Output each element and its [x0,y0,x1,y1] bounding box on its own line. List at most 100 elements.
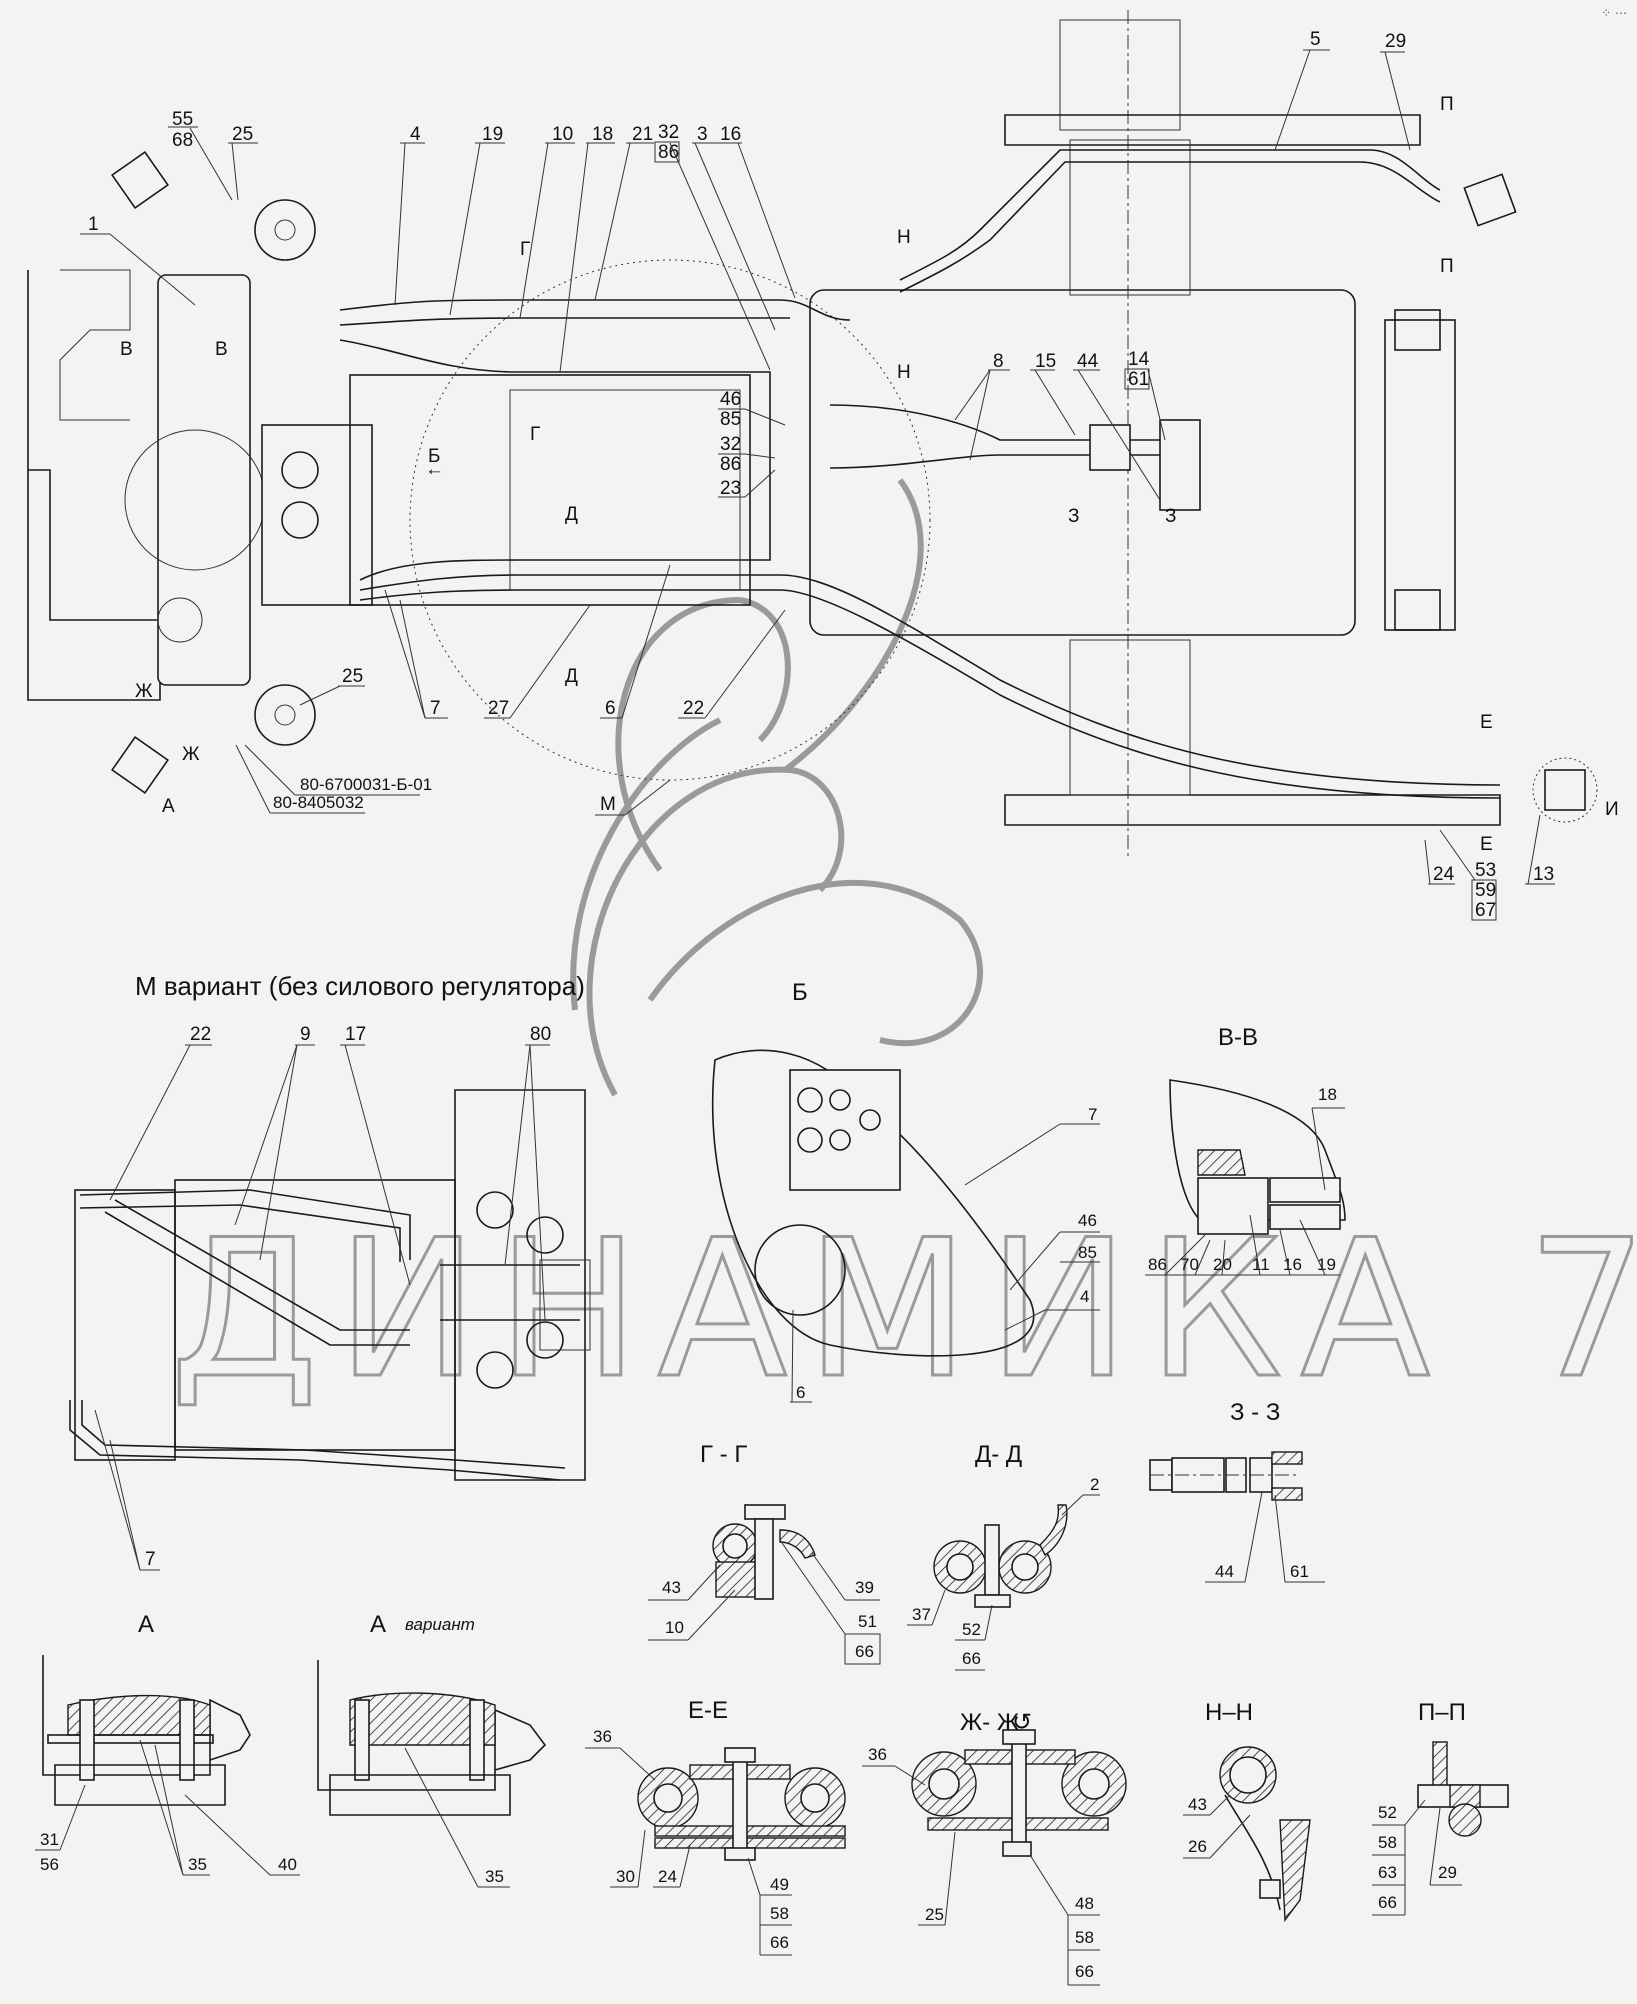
view-mark-b: Б [428,446,440,467]
section-mark-n-bottom: Н [897,362,911,383]
part-number-bracket: 80-6700031-Б-01 [300,775,432,794]
section-zhzh-callout-36: 36 [868,1745,887,1764]
section-ee-title: Е-Е [688,1697,728,1724]
section-ee-callout-30: 30 [616,1867,635,1886]
view-a-variant-subtitle: вариант [405,1615,475,1634]
section-mark-v-right: В [215,339,228,360]
callout-25-bottom: 25 [342,666,363,687]
view-b-callout-4: 4 [1080,1287,1089,1306]
view-a-title: А [138,1611,154,1638]
callout-m-view: М [600,794,616,815]
view-b-callout-7: 7 [1088,1105,1097,1124]
section-mark-d-top: Д [565,504,578,525]
section-zh-zh: Ж- Ж ↺ 36 25 48 58 66 [862,1709,1127,1986]
variant-callout-7: 7 [145,1549,156,1570]
view-a-variant-title: А [370,1611,386,1638]
callout-22: 22 [683,698,704,719]
view-b-title: Б [792,979,808,1006]
callout-14: 14 [1128,349,1150,370]
variant-view: 22 9 17 80 7 [69,1024,591,1571]
variant-callout-80: 80 [530,1024,551,1045]
callout-86-mid: 86 [720,454,741,475]
quick-coupling-top-left [111,151,169,209]
section-dd-callout-2: 2 [1090,1475,1099,1494]
variant-callout-17: 17 [345,1024,366,1045]
callout-25-top: 25 [232,124,253,145]
section-vv-callout-70: 70 [1180,1255,1199,1274]
callout-68: 68 [172,130,193,151]
callout-7: 7 [430,698,441,719]
callout-53: 53 [1475,860,1496,881]
callout-8: 8 [993,351,1004,372]
callout-4: 4 [410,124,421,145]
section-gg-callout-51: 51 [858,1612,877,1631]
callout-46: 46 [720,389,741,410]
section-e-e: Е-Е 36 30 24 49 58 66 [585,1697,846,1956]
section-pp-callout-52: 52 [1378,1803,1397,1822]
callout-32-top: 32 [658,122,679,143]
variant-callout-22: 22 [190,1024,211,1045]
section-vv-callout-11: 11 [1252,1255,1270,1274]
section-vv-callout-18: 18 [1318,1085,1337,1104]
section-pp-callout-58: 58 [1378,1833,1397,1852]
more-options-icon[interactable]: ⁘ ⋯ [1601,6,1627,20]
section-p-p: П–П 52 58 63 66 29 [1372,1699,1509,1916]
section-ee-callout-36: 36 [593,1727,612,1746]
callout-24: 24 [1433,864,1455,885]
view-a-callout-56: 56 [40,1855,59,1874]
section-g-g: Г - Г 43 10 39 51 66 [648,1441,881,1665]
section-dd-callout-37: 37 [912,1605,931,1624]
section-zz-title: З - З [1230,1399,1280,1426]
callout-10: 10 [552,124,573,145]
section-dd-callout-66: 66 [962,1649,981,1668]
section-pp-title: П–П [1418,1699,1466,1726]
view-a-callout-35: 35 [188,1855,207,1874]
section-gg-callout-66: 66 [855,1642,874,1661]
view-a-callout-31: 31 [40,1830,59,1849]
callout-27: 27 [488,698,509,719]
main-view-callouts: 55 68 25 1 4 19 10 18 21 32 86 3 16 5 29… [80,29,1619,921]
callout-23: 23 [720,478,741,499]
section-mark-d-bottom: Д [565,666,578,687]
callout-6: 6 [605,698,616,719]
detail-mark-i: И [1605,799,1619,820]
callout-18: 18 [592,124,613,145]
watermark-logo [570,478,983,1097]
view-b-callout-46: 46 [1078,1211,1097,1230]
section-zhzh-callout-66: 66 [1075,1962,1094,1981]
callout-86-top: 86 [658,142,679,163]
callout-59: 59 [1475,880,1496,901]
variant-title: М вариант (без силового регулятора) [135,971,585,1001]
section-zhzh-callout-58: 58 [1075,1928,1094,1947]
section-n-n: Н–Н 43 26 [1183,1699,1311,1922]
section-d-d: Д- Д 2 37 52 66 [907,1441,1100,1671]
view-a-variant-callout-35: 35 [485,1867,504,1886]
section-zz-callout-61: 61 [1290,1562,1309,1581]
callout-32-mid: 32 [720,434,741,455]
view-mark-a: А [162,796,175,817]
callout-85: 85 [720,409,741,430]
view-b-callout-85: 85 [1078,1243,1097,1262]
section-zhzh-callout-25: 25 [925,1905,944,1924]
distributor-section [789,1069,901,1191]
callout-29: 29 [1385,31,1406,52]
callout-61: 61 [1128,369,1149,390]
quick-coupling-bottom-left [111,736,169,794]
section-gg-callout-10: 10 [665,1618,684,1637]
part-number-clamp: 80-8405032 [273,793,364,812]
section-dd-callout-52: 52 [962,1620,981,1639]
section-mark-g-bottom: Г [530,424,540,445]
section-zz-callout-44: 44 [1215,1562,1234,1581]
section-v-v: В-В 18 86 70 20 11 16 19 [1145,1024,1346,1276]
section-ee-callout-49: 49 [770,1875,789,1894]
section-nn-title: Н–Н [1205,1699,1253,1726]
callout-13: 13 [1533,864,1554,885]
callout-55: 55 [172,109,193,130]
watermark-text: ДИНАМИКА 76 [170,1199,1637,1420]
view-mark-b-arrow: ← [425,459,444,480]
main-plan-view [27,10,1598,860]
section-z-z: З - З 44 61 [1149,1399,1325,1583]
section-gg-callout-39: 39 [855,1578,874,1597]
section-pp-callout-63: 63 [1378,1863,1397,1882]
view-a-variant: А вариант 35 [317,1611,547,1888]
